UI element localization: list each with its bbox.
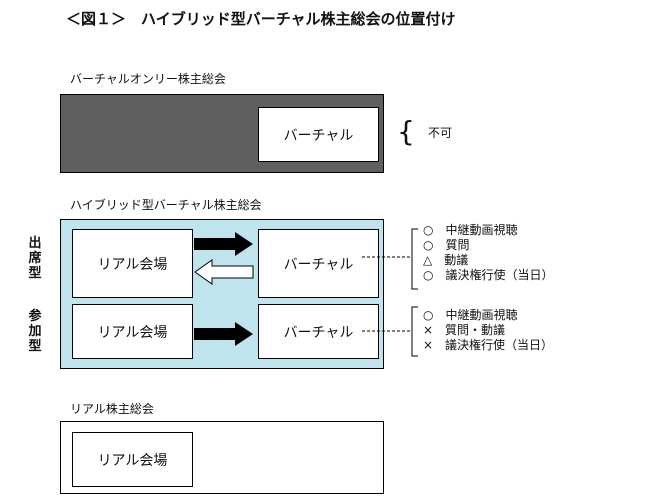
attendance-virtual-box: バーチャル xyxy=(258,229,379,298)
hybrid-label: ハイブリッド型バーチャル株主総会 xyxy=(70,198,262,212)
virtual-only-frame: バーチャル xyxy=(60,94,384,173)
hybrid-frame: リアル会場 バーチャル リアル会場 バーチャル xyxy=(60,219,384,369)
brace-icon: { xyxy=(397,115,415,148)
note-item: △ 動議 xyxy=(423,253,469,267)
attendance-side-label: 出 席 型 xyxy=(28,236,42,281)
virtual-only-label: バーチャルオンリー株主総会 xyxy=(70,72,226,86)
left-arrow-icon xyxy=(194,259,254,285)
attendance-venue-box: リアル会場 xyxy=(72,229,193,298)
real-frame: リアル会場 xyxy=(60,421,384,494)
virtual-only-note: 不可 xyxy=(428,126,453,140)
note-item: ○ 質問 xyxy=(423,238,470,252)
participation-virtual-box: バーチャル xyxy=(258,304,379,359)
bracket-icon xyxy=(411,306,418,357)
note-item: × 議決権行使（当日） xyxy=(423,338,554,352)
note-item: ○ 議決権行使（当日） xyxy=(423,268,554,282)
virtual-only-box: バーチャル xyxy=(258,107,379,162)
real-venue-box: リアル会場 xyxy=(72,432,193,487)
page-title: ＜図１＞ ハイブリッド型バーチャル株主総会の位置付け xyxy=(66,10,456,28)
bracket-icon xyxy=(411,228,418,290)
attendance-notes: ○ 中継動画視聴 ○ 質問 △ 動議 ○ 議決権行使（当日） xyxy=(423,223,553,283)
note-item: ○ 中継動画視聴 xyxy=(423,223,518,237)
right-arrow-icon xyxy=(194,322,253,346)
note-item: ○ 中継動画視聴 xyxy=(423,308,518,322)
participation-notes: ○ 中継動画視聴 × 質問・動議 × 議決権行使（当日） xyxy=(423,308,553,353)
participation-side-label: 参 加 型 xyxy=(28,309,42,354)
participation-venue-box: リアル会場 xyxy=(72,304,193,359)
real-label: リアル株主総会 xyxy=(70,402,154,416)
note-item: × 質問・動議 xyxy=(423,323,506,337)
right-arrow-icon xyxy=(194,232,253,256)
